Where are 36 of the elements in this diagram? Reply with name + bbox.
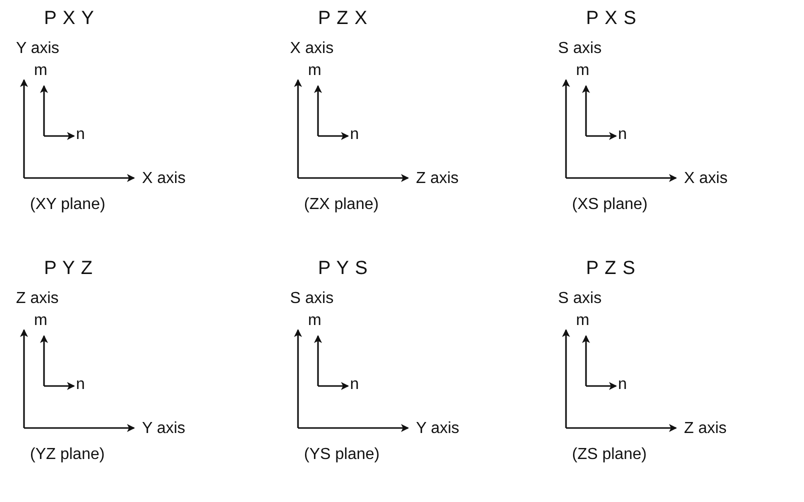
axis-label: m (576, 312, 590, 330)
plane-caption: (XY plane) (30, 196, 106, 214)
panel-title: P X Y (44, 10, 94, 28)
axis-label: S axis (558, 40, 602, 58)
axis-label: n (76, 376, 85, 394)
axis-label: Y axis (16, 40, 60, 58)
axis-label: n (350, 376, 359, 394)
axis-label: m (34, 62, 48, 80)
panel-title: P Z X (318, 10, 368, 28)
plane-caption: (ZX plane) (304, 196, 379, 214)
panel-title: P Y Z (44, 260, 92, 278)
axis-label: S axis (558, 290, 602, 308)
axis-label: n (618, 376, 627, 394)
axis-label: Y axis (142, 420, 186, 438)
plane-caption: (XS plane) (572, 196, 648, 214)
plane-caption: (YZ plane) (30, 446, 105, 464)
axis-label: X axis (290, 40, 334, 58)
panel-title: P Y S (318, 260, 368, 278)
axis-label: X axis (684, 170, 728, 188)
panel-title: P X S (586, 10, 636, 28)
axis-label: Z axis (684, 420, 727, 438)
axis-label: m (34, 312, 48, 330)
axis-label: m (576, 62, 590, 80)
axis-label: X axis (142, 170, 186, 188)
plane-caption: (ZS plane) (572, 446, 647, 464)
axis-label: Z axis (16, 290, 59, 308)
axis-label: n (350, 126, 359, 144)
axis-label: m (308, 62, 322, 80)
axis-label: Z axis (416, 170, 459, 188)
axis-label: n (618, 126, 627, 144)
axis-label: S axis (290, 290, 334, 308)
axis-label: Y axis (416, 420, 460, 438)
panel-title: P Z S (586, 260, 636, 278)
plane-caption: (YS plane) (304, 446, 380, 464)
axis-label: m (308, 312, 322, 330)
axis-label: n (76, 126, 85, 144)
